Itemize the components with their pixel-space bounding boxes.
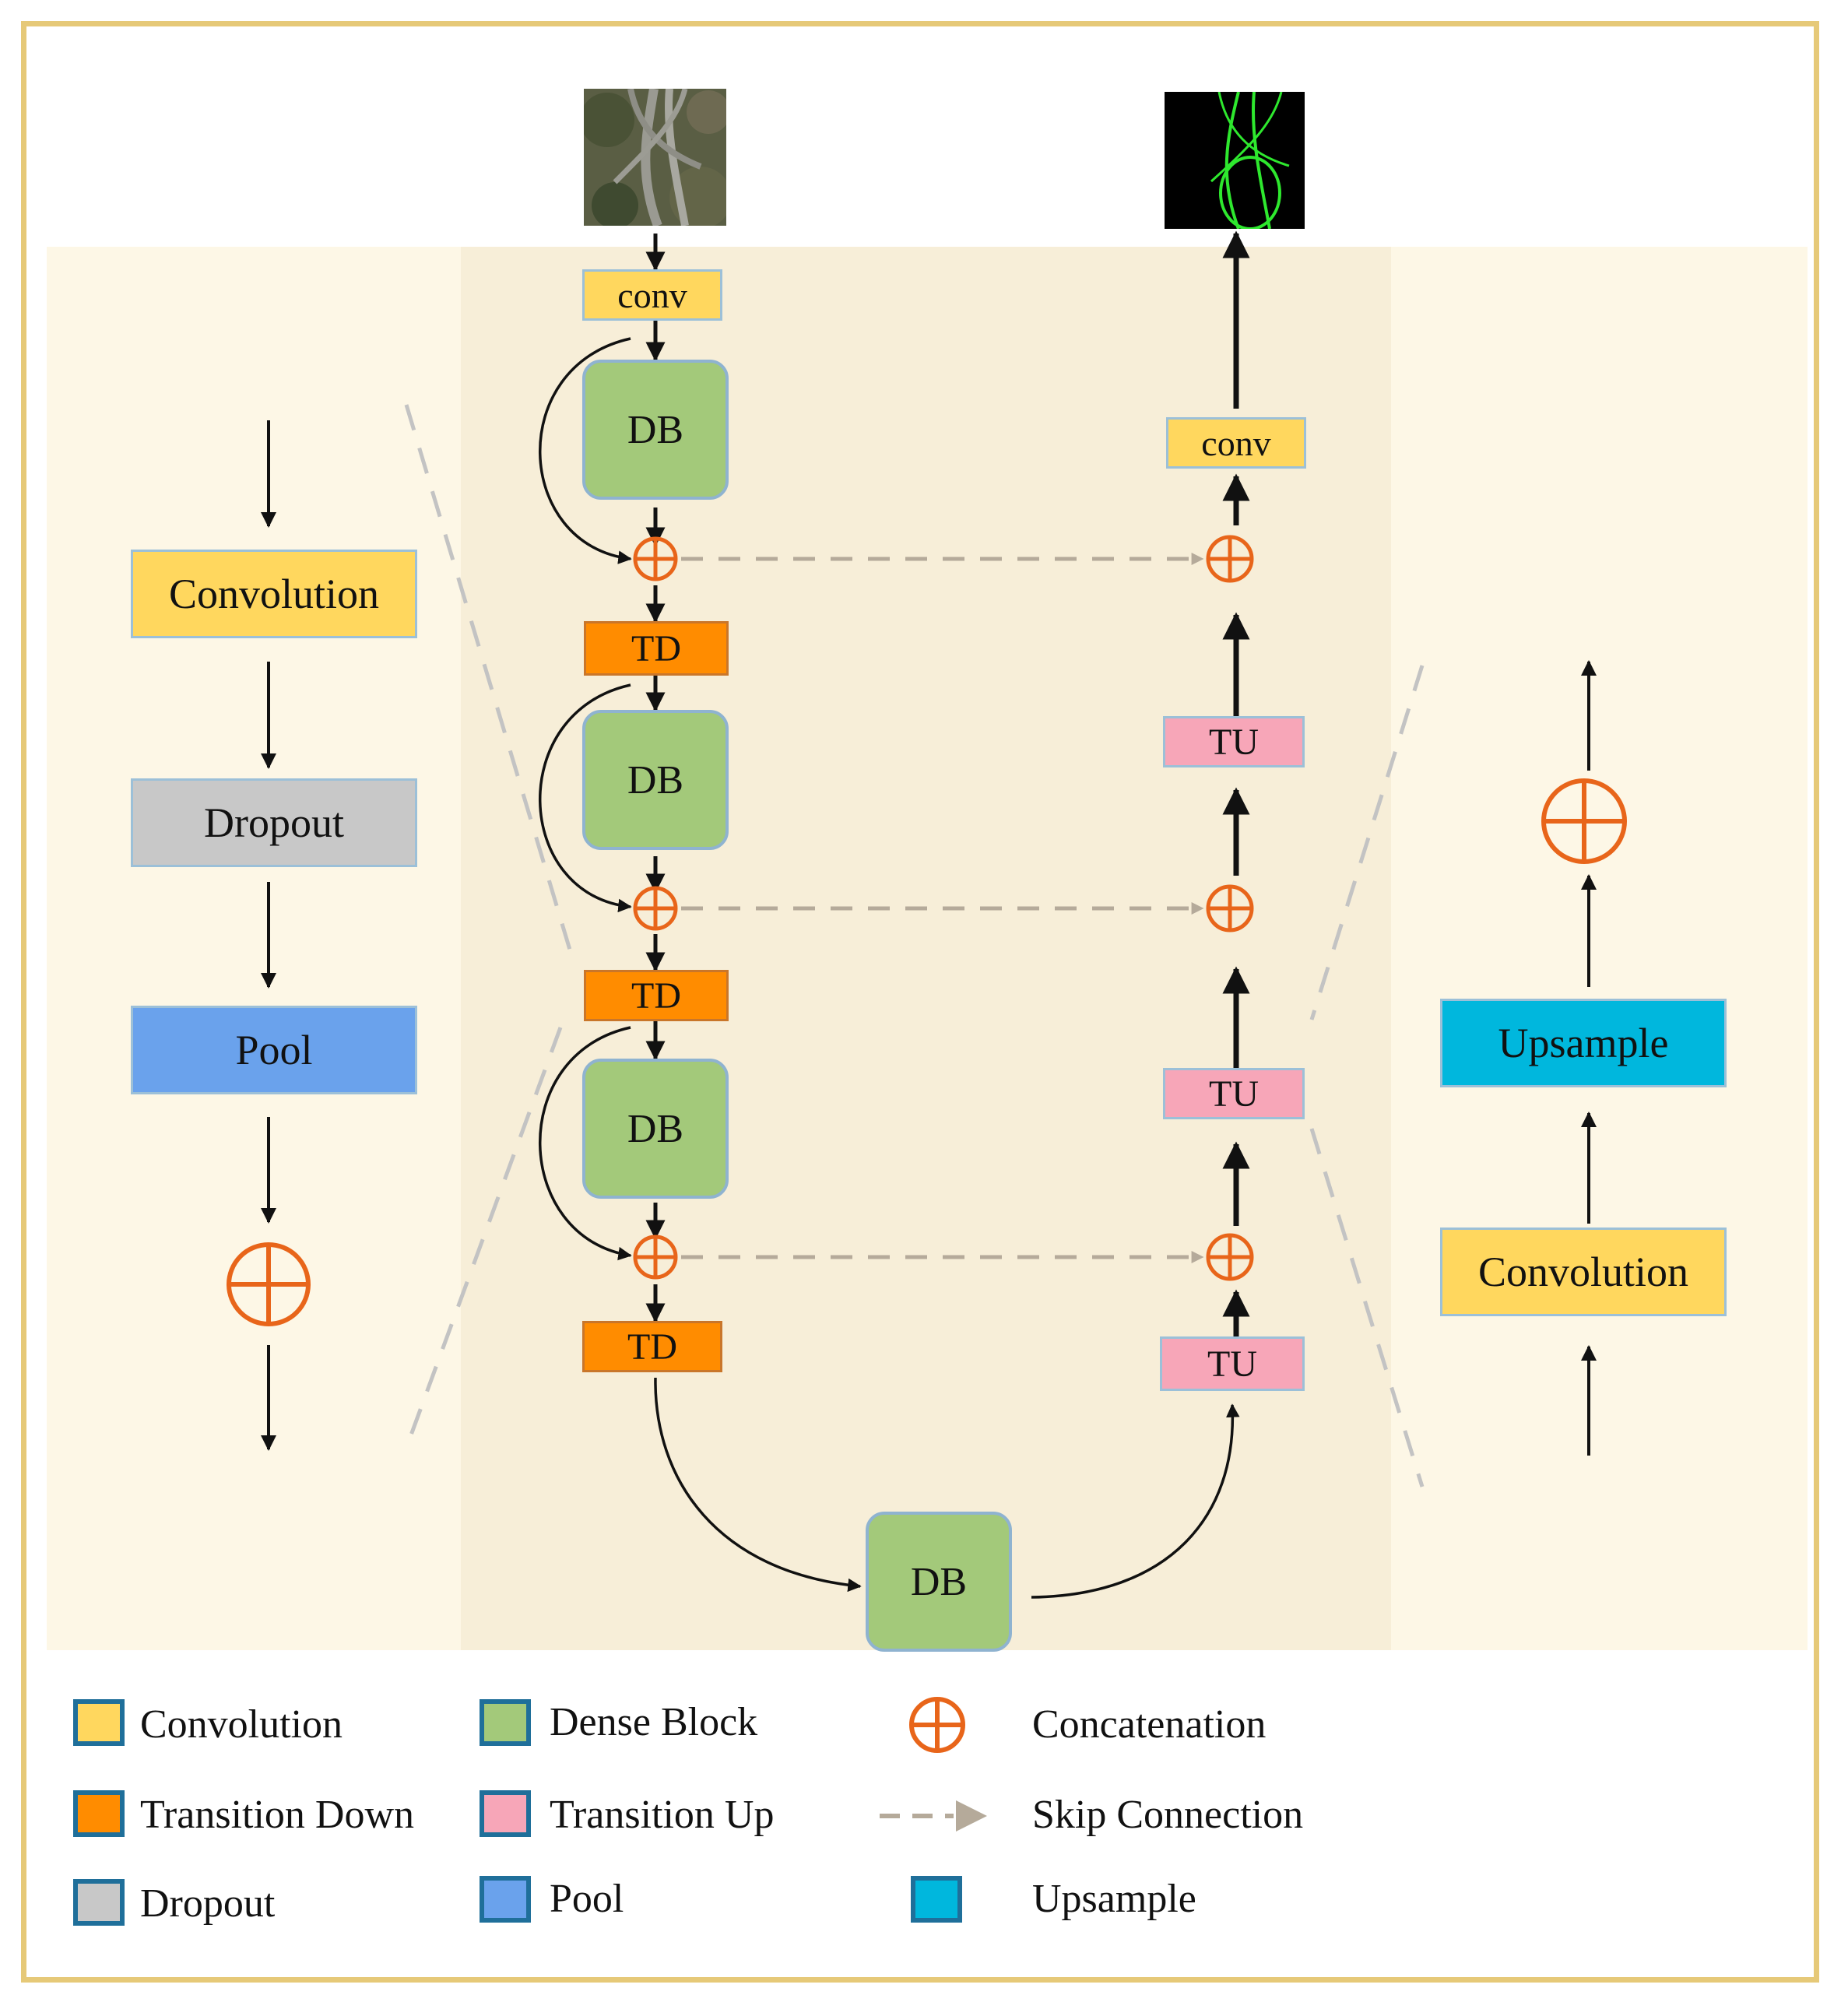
output-road-mask xyxy=(1165,92,1305,229)
output-conv-box: conv xyxy=(1166,417,1306,469)
legend-pool-swatch xyxy=(480,1876,531,1923)
legend-convolution-label: Convolution xyxy=(140,1702,343,1747)
legend-dropout-swatch xyxy=(73,1879,125,1926)
legend-transition-down-label: Transition Down xyxy=(140,1793,415,1837)
legend-dropout-label: Dropout xyxy=(140,1881,276,1926)
concat-node-enc-1 xyxy=(633,536,678,581)
dense-block-1: DB xyxy=(582,360,729,500)
legend-concatenation-label: Concatenation xyxy=(1032,1702,1267,1747)
left-convolution-box: Convolution xyxy=(131,550,417,638)
left-detail-panel xyxy=(47,247,461,1650)
concat-node-dec-1 xyxy=(1206,535,1254,583)
legend-upsample-label: Upsample xyxy=(1032,1877,1196,1921)
input-conv-box: conv xyxy=(582,269,722,321)
right-detail-panel xyxy=(1391,247,1808,1650)
legend-transition-down-swatch xyxy=(73,1790,125,1837)
legend-concat-icon xyxy=(909,1697,965,1753)
legend-transition-up-label: Transition Up xyxy=(550,1793,775,1837)
transition-up-3: TU xyxy=(1163,716,1305,767)
legend-pool-label: Pool xyxy=(550,1877,624,1921)
transition-down-2: TD xyxy=(584,970,729,1021)
legend-upsample-swatch xyxy=(911,1876,962,1923)
dense-block-bottleneck: DB xyxy=(866,1512,1012,1652)
right-concat-symbol xyxy=(1541,778,1627,864)
transition-down-1: TD xyxy=(584,621,729,676)
bottleneck-curves xyxy=(654,1377,1240,1599)
transition-up-2: TU xyxy=(1163,1068,1305,1119)
concat-node-dec-3 xyxy=(1206,1233,1254,1281)
transition-up-1: TU xyxy=(1160,1336,1305,1391)
concat-nodes xyxy=(633,535,1254,1281)
concat-node-enc-2 xyxy=(633,886,678,931)
dense-block-2: DB xyxy=(582,710,729,850)
legend-skip-icon xyxy=(880,1800,987,1832)
left-concat-symbol xyxy=(227,1242,311,1326)
left-pool-box: Pool xyxy=(131,1006,417,1094)
concat-node-dec-2 xyxy=(1206,884,1254,932)
dense-skip-curves xyxy=(539,337,632,1261)
legend-dense-block-swatch xyxy=(480,1699,531,1746)
skip-connections xyxy=(681,552,1204,1264)
legend-dense-block-label: Dense Block xyxy=(550,1700,758,1744)
legend-skip-connection-label: Skip Connection xyxy=(1032,1793,1304,1837)
transition-down-3: TD xyxy=(582,1321,722,1372)
legend-convolution-swatch xyxy=(73,1699,125,1746)
right-upsample-box: Upsample xyxy=(1440,999,1727,1087)
input-aerial-image xyxy=(584,89,726,226)
right-convolution-box: Convolution xyxy=(1440,1228,1727,1316)
legend-transition-up-swatch xyxy=(480,1790,531,1837)
dense-block-3: DB xyxy=(582,1059,729,1199)
concat-node-enc-3 xyxy=(633,1235,678,1280)
zoom-guide-lines xyxy=(404,404,1425,1487)
left-dropout-box: Dropout xyxy=(131,778,417,867)
